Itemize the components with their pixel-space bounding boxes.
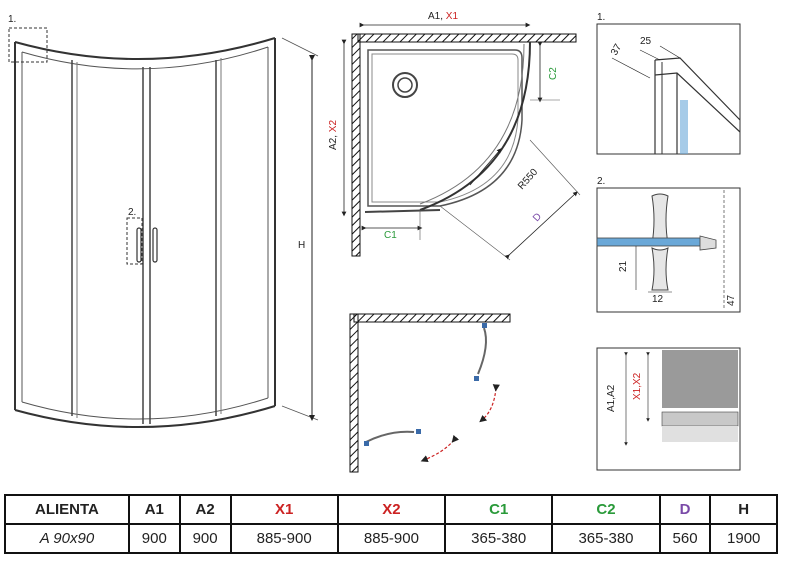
table-cell-a1: 900 [127,523,181,554]
detail-1-title: 1. [597,12,605,23]
technical-drawing: 1. 2. H A1, X1 A2, X2 C1 C2 R550 D [8,11,741,473]
table-cell-c2: 365-380 [551,523,661,554]
detail-2-title: 2. [597,176,605,187]
table-cell-d: 560 [658,523,712,554]
dim-r550-label: R550 [516,167,540,192]
table-cell-model: A 90x90 [4,523,130,554]
dim-d-label: D [531,211,544,224]
table-header-d: D [658,494,712,525]
detail-3-wall-fit [596,347,741,471]
dim-h-label: H [298,240,305,251]
detail-1-dim-25: 25 [640,36,652,47]
dimensions-table: ALIENTA A1 A2 X1 X2 C1 C2 D H A 90x90 90… [4,494,778,554]
detail-2-dim-47: 47 [726,294,737,306]
table-header-model: ALIENTA [4,494,130,525]
detail-2-dim-21: 21 [618,260,629,272]
table-cell-c1: 365-380 [444,523,554,554]
table-header-a1: A1 [127,494,181,525]
detail-2-dim-12: 12 [652,294,664,305]
table-header-x1: X1 [229,494,339,525]
detail-2-handle [596,187,741,313]
table-cell-h: 1900 [709,523,778,554]
dim-a1-x1-label: A1, X1 [428,11,458,22]
table-header-x2: X2 [336,494,447,525]
table-header-a2: A2 [178,494,232,525]
table-cell-a2: 900 [178,523,232,554]
detail-1-profile [596,23,741,155]
callout-2-label: 2. [128,207,136,218]
front-elevation-view [8,27,319,429]
detail-1-dim-37: 37 [609,42,624,58]
detail-3-dim-a1a2: A1,A2 [606,384,617,412]
dim-c2-label: C2 [548,67,559,80]
callout-1-label: 1. [8,14,16,25]
plan-view [341,22,581,261]
dim-a2-x2-label: A2, X2 [328,120,339,150]
dim-c1-label: C1 [384,230,397,241]
table-header-c1: C1 [444,494,554,525]
detail-3-dim-x1x2: X1,X2 [632,372,643,400]
table-header-c2: C2 [551,494,661,525]
door-opening-view [349,313,511,473]
table-cell-x2: 885-900 [336,523,447,554]
table-header-row: ALIENTA A1 A2 X1 X2 C1 C2 D H [4,494,778,525]
table-cell-x1: 885-900 [229,523,339,554]
table-row: A 90x90 900 900 885-900 885-900 365-380 … [4,523,778,554]
table-header-h: H [709,494,778,525]
